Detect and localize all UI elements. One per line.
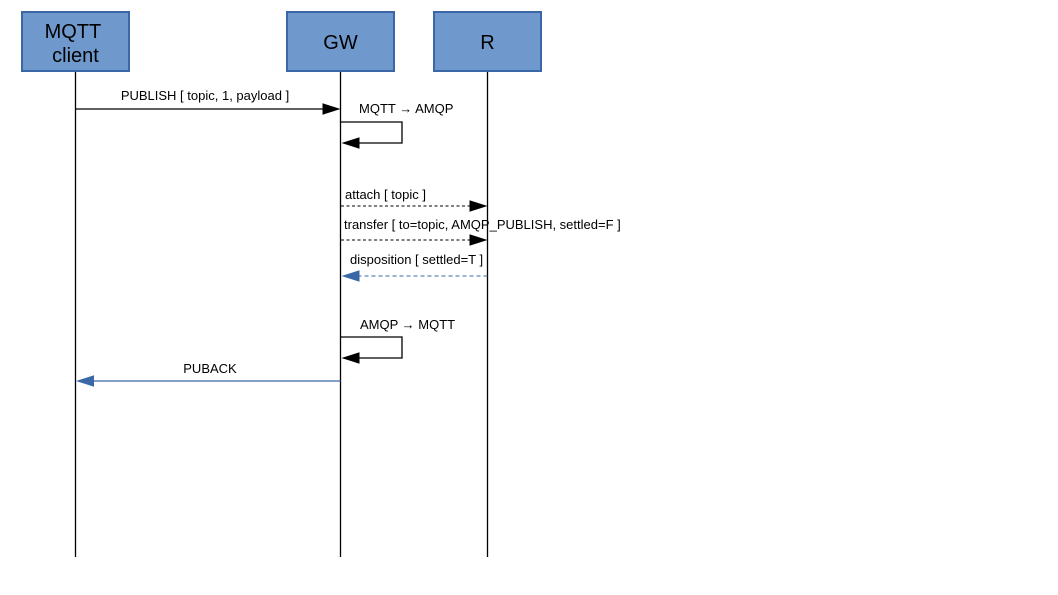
message-mqtt-to-amqp-loop <box>341 121 403 144</box>
participant-box-mqtt-client <box>21 11 130 72</box>
message-puback: PUBACK <box>76 361 341 387</box>
message-attach: attach [ topic ] <box>341 187 488 212</box>
message-amqp-to-mqtt-self: AMQP → MQTT <box>341 317 455 364</box>
message-amqp-to-mqtt-label: AMQP → MQTT <box>360 317 455 332</box>
participant-box-gw <box>286 11 395 72</box>
participant-mqtt-client: MQTT client <box>21 11 130 72</box>
participant-label-gw: GW <box>323 32 358 54</box>
message-mqtt-to-amqp-label: MQTT → AMQP <box>359 101 453 116</box>
arrowhead-right-icon <box>469 200 488 212</box>
message-disposition-label: disposition [ settled=T ] <box>350 252 483 267</box>
arrowhead-left-icon <box>341 352 360 364</box>
message-amqp-to-mqtt-loop <box>341 336 403 359</box>
arrowhead-right-icon <box>469 234 488 246</box>
message-puback-label: PUBACK <box>183 361 237 376</box>
message-disposition: disposition [ settled=T ] <box>341 252 488 282</box>
arrowhead-left-icon <box>76 375 94 387</box>
participant-label-r: R <box>480 32 494 54</box>
message-publish: PUBLISH [ topic, 1, payload ] <box>76 88 341 115</box>
participant-gw: GW <box>286 11 395 72</box>
message-attach-label: attach [ topic ] <box>345 187 426 202</box>
arrowhead-right-icon <box>322 103 341 115</box>
arrowhead-left-icon <box>341 270 360 282</box>
arrowhead-left-icon <box>341 137 360 149</box>
message-transfer: transfer [ to=topic, AMQP_PUBLISH, settl… <box>341 217 621 246</box>
participant-box-r <box>433 11 542 72</box>
message-publish-label: PUBLISH [ topic, 1, payload ] <box>121 88 289 103</box>
participant-r: R <box>433 11 542 72</box>
message-transfer-label: transfer [ to=topic, AMQP_PUBLISH, settl… <box>344 217 621 232</box>
message-mqtt-to-amqp-self: MQTT → AMQP <box>341 101 453 149</box>
participant-label-mqtt-client: MQTT client <box>45 21 107 67</box>
